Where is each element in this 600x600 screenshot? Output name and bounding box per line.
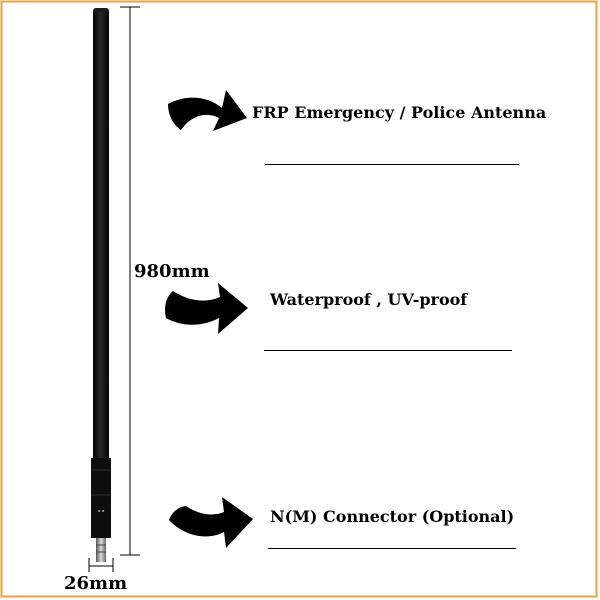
svg-text:▪ ▪: ▪ ▪ xyxy=(98,508,105,513)
diameter-label: 26mm xyxy=(64,573,128,594)
feature-label-frp-antenna: FRP Emergency / Police Antenna xyxy=(252,103,547,122)
feature-label-connector: N(M) Connector (Optional) xyxy=(270,507,515,526)
feature-underline xyxy=(268,548,516,549)
length-label: 980mm xyxy=(134,261,210,282)
antenna-image: ▪ ▪ xyxy=(91,8,111,562)
curved-arrow-icon xyxy=(168,90,247,131)
feature-underline xyxy=(265,164,519,165)
length-dimension-line xyxy=(120,6,140,556)
curved-arrow-icon xyxy=(165,283,248,334)
curved-arrow-icon xyxy=(169,497,253,548)
feature-underline xyxy=(264,350,512,351)
feature-label-waterproof: Waterproof , UV-proof xyxy=(270,290,468,309)
diameter-dimension-line xyxy=(88,558,114,572)
